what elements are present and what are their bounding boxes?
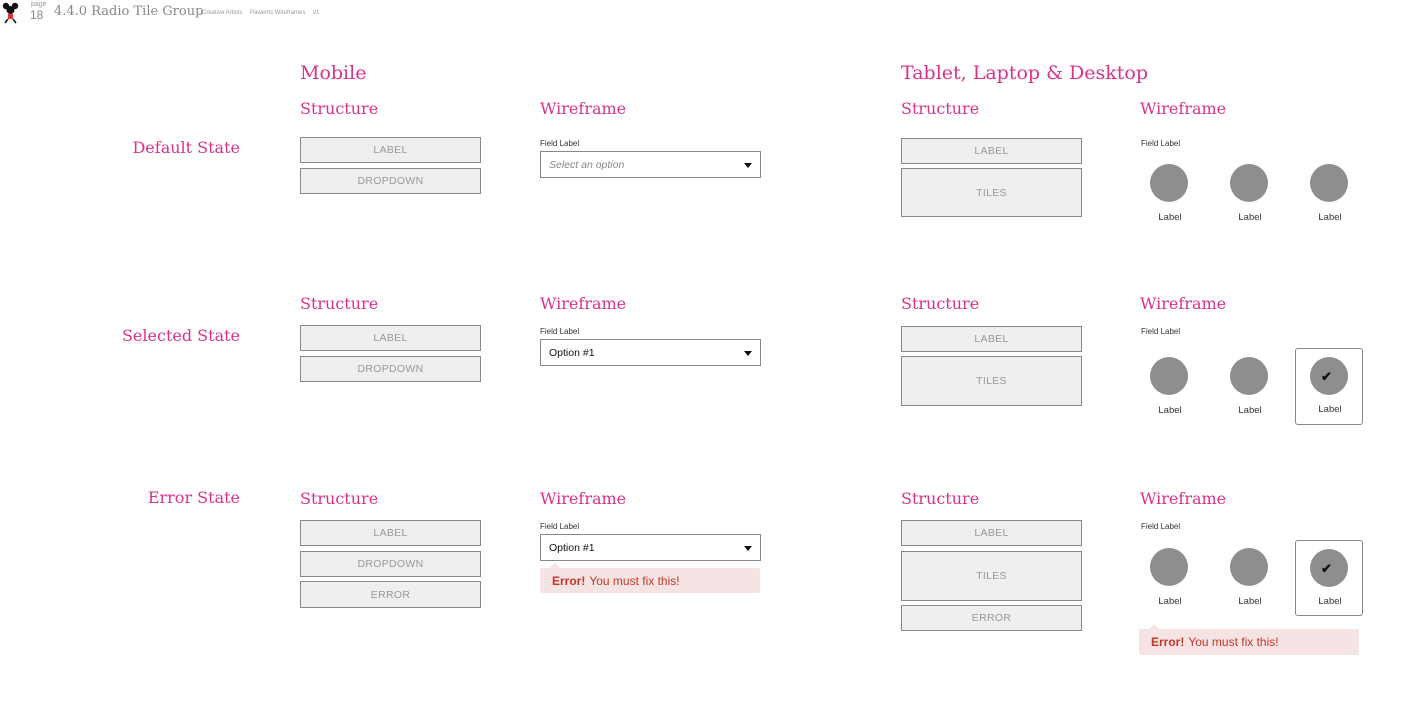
logo <box>2 2 20 24</box>
structure-label-box: LABEL <box>901 520 1082 546</box>
radio-tile[interactable] <box>1150 164 1188 202</box>
mobile-wireframe-heading: Wireframe <box>540 99 627 118</box>
dropdown-value: Option #1 <box>549 541 595 554</box>
page-label: page <box>31 1 47 8</box>
desktop-heading: Tablet, Laptop & Desktop <box>901 62 1149 84</box>
structure-dropdown-box: DROPDOWN <box>300 168 481 194</box>
caret-down-icon <box>744 351 752 356</box>
field-label: Field Label <box>540 139 580 148</box>
tile-label: Label <box>1238 596 1262 607</box>
tile-label: Label <box>1238 405 1262 416</box>
error-pointer <box>550 563 560 568</box>
error-text: You must fix this! <box>1188 635 1279 649</box>
structure-label-box: LABEL <box>300 137 481 163</box>
tile-label: Label <box>1238 212 1262 223</box>
desktop-wireframe-heading: Wireframe <box>1140 294 1227 313</box>
radio-tile-selected[interactable]: ✔ Label <box>1295 540 1363 616</box>
tile-label: Label <box>1158 212 1182 223</box>
structure-label-box: LABEL <box>300 325 481 351</box>
error-state-heading: Error State <box>147 488 240 507</box>
error-pointer <box>1149 624 1159 629</box>
checkmark-icon: ✔ <box>1321 561 1332 576</box>
desktop-wireframe-heading: Wireframe <box>1140 489 1227 508</box>
tile-label: Label <box>1318 404 1342 415</box>
structure-error-box: ERROR <box>300 581 481 608</box>
mobile-structure-heading: Structure <box>300 489 379 508</box>
structure-label-box: LABEL <box>300 520 481 546</box>
radio-tile[interactable] <box>1230 357 1268 395</box>
dropdown-select[interactable]: Select an option <box>540 151 761 178</box>
mobile-wireframe-heading: Wireframe <box>540 489 627 508</box>
dropdown-select[interactable]: Option #1 <box>540 339 761 366</box>
mobile-structure-heading: Structure <box>300 99 379 118</box>
radio-tile[interactable] <box>1150 357 1188 395</box>
structure-tiles-box: TILES <box>901 551 1082 601</box>
radio-tile-circle: ✔ <box>1310 549 1348 587</box>
mobile-wireframe-heading: Wireframe <box>540 294 627 313</box>
radio-tile[interactable] <box>1310 164 1348 202</box>
radio-tile[interactable] <box>1230 548 1268 586</box>
structure-tiles-box: TILES <box>901 168 1082 217</box>
field-label: Field Label <box>1141 139 1181 148</box>
mobile-structure-heading: Structure <box>300 294 379 313</box>
error-strong: Error! <box>1151 635 1185 649</box>
field-label: Field Label <box>1141 522 1181 531</box>
dropdown-select[interactable]: Option #1 <box>540 534 761 561</box>
field-label: Field Label <box>540 327 580 336</box>
radio-tile[interactable] <box>1150 548 1188 586</box>
structure-dropdown-box: DROPDOWN <box>300 356 481 382</box>
dropdown-placeholder: Select an option <box>549 158 625 171</box>
structure-label-box: LABEL <box>901 138 1082 164</box>
caret-down-icon <box>744 546 752 551</box>
breadcrumb-1[interactable]: Creative Artists <box>202 10 243 16</box>
checkmark-icon: ✔ <box>1321 369 1332 384</box>
error-message: Error! You must fix this! <box>1139 624 1359 655</box>
structure-error-box: ERROR <box>901 605 1082 631</box>
selected-state-heading: Selected State <box>121 326 240 345</box>
error-message: Error! You must fix this! <box>540 563 760 593</box>
radio-tile[interactable] <box>1230 164 1268 202</box>
page-title: 4.4.0 Radio Tile Group <box>54 4 204 19</box>
tile-label: Label <box>1318 212 1342 223</box>
tile-label: Label <box>1158 596 1182 607</box>
radio-tile-selected[interactable]: ✔ Label <box>1295 348 1363 425</box>
desktop-structure-heading: Structure <box>901 489 980 508</box>
mobile-heading: Mobile <box>300 62 367 84</box>
breadcrumb-2[interactable]: Pawents Wireframes <box>250 10 306 16</box>
structure-label-box: LABEL <box>901 326 1082 352</box>
dropdown-value: Option #1 <box>549 346 595 359</box>
field-label: Field Label <box>540 522 580 531</box>
tile-label: Label <box>1158 405 1182 416</box>
error-strong: Error! <box>552 573 586 588</box>
desktop-structure-heading: Structure <box>901 99 980 118</box>
version-label: v1 <box>313 10 320 16</box>
desktop-structure-heading: Structure <box>901 294 980 313</box>
structure-dropdown-box: DROPDOWN <box>300 551 481 577</box>
default-state-heading: Default State <box>132 138 240 157</box>
tile-label: Label <box>1318 596 1342 607</box>
radio-tile-circle: ✔ <box>1310 357 1348 395</box>
field-label: Field Label <box>1141 327 1181 336</box>
mickey-mouse-logo-icon <box>2 2 19 24</box>
error-text: You must fix this! <box>589 573 680 588</box>
desktop-wireframe-heading: Wireframe <box>1140 99 1227 118</box>
structure-tiles-box: TILES <box>901 356 1082 406</box>
page-number: 18 <box>30 8 44 22</box>
caret-down-icon <box>744 163 752 168</box>
